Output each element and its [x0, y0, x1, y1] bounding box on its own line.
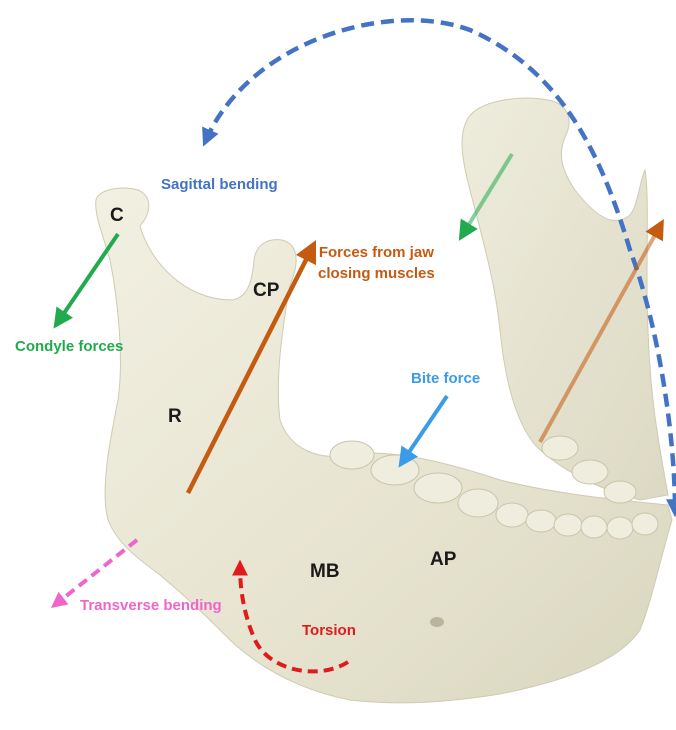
label-condyle-forces: Condyle forces	[15, 338, 123, 355]
label-ramus: R	[168, 406, 182, 428]
label-transverse-bending: Transverse bending	[80, 597, 222, 614]
label-jaw-muscles: Forces from jaw closing muscles	[318, 242, 435, 284]
label-jaw-muscles-line2: closing muscles	[318, 263, 435, 284]
label-condyle: C	[110, 205, 124, 227]
label-anterior-part: AP	[430, 549, 456, 571]
label-molar-body: MB	[310, 561, 340, 583]
mental-foramen	[430, 617, 444, 627]
label-coronoid-process: CP	[253, 280, 279, 302]
label-jaw-muscles-line1: Forces from jaw	[318, 242, 435, 263]
label-bite-force: Bite force	[411, 370, 480, 387]
condyle-force-arrow	[58, 234, 118, 322]
transverse-bending-arrow	[56, 540, 137, 604]
label-sagittal-bending: Sagittal bending	[161, 176, 278, 193]
label-torsion: Torsion	[302, 622, 356, 639]
bite-force-arrow	[403, 396, 447, 461]
